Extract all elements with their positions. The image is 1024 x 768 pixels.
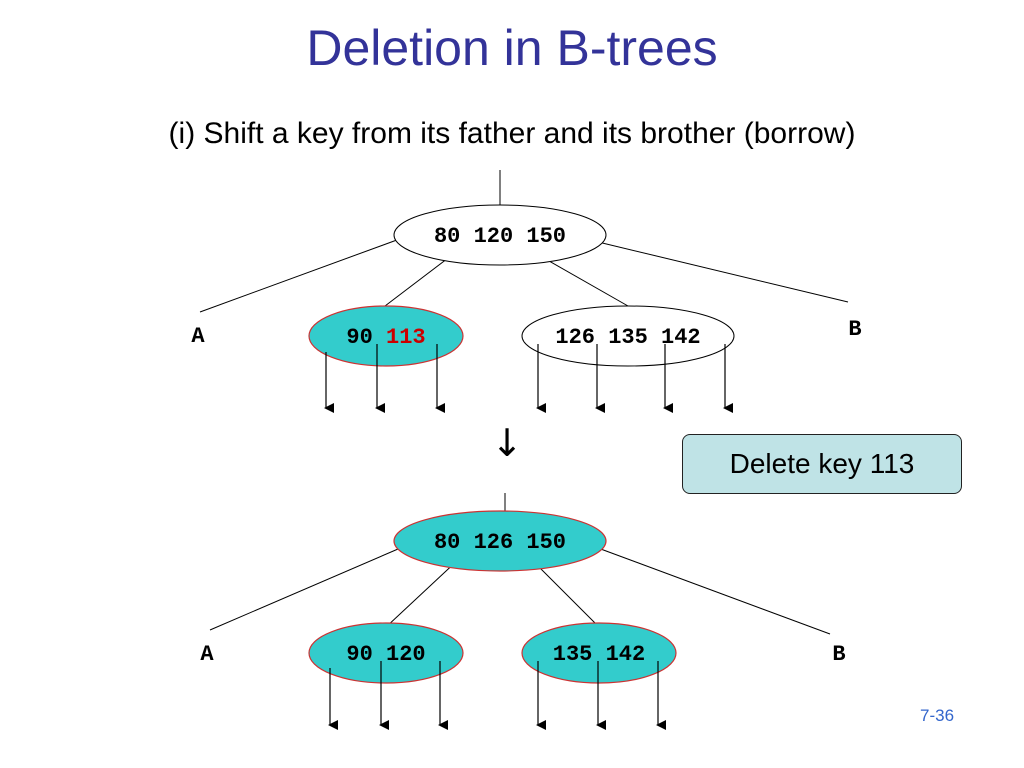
- before-root-node: [393, 204, 607, 266]
- after-edge-root-to-B: [597, 547, 831, 635]
- before-pointer-arrows: [324, 344, 733, 413]
- after-right-child-node: [521, 622, 677, 684]
- before-label-A: A: [191, 324, 205, 349]
- before-right-child-node: [521, 305, 735, 367]
- page-number: 7-36: [920, 706, 955, 725]
- before-right-child-keys: 126 135 142: [555, 325, 700, 350]
- after-root-node: [393, 510, 607, 572]
- after-root-keys: 80 126 150: [434, 530, 566, 555]
- slide-subtitle: (i) Shift a key from its father and its …: [168, 117, 856, 150]
- after-edge-root-to-A: [209, 545, 406, 631]
- after-left-child-keys: 90 120: [346, 642, 425, 667]
- delete-key-callout: Delete key 113: [682, 434, 962, 494]
- before-left-child-keys: 90 113: [346, 325, 425, 350]
- after-label-B: B: [832, 642, 845, 667]
- slide-title: Deletion in B-trees: [306, 20, 718, 76]
- after-edge-root-to-right-child: [529, 557, 601, 629]
- after-label-A: A: [200, 642, 214, 667]
- transition-arrow-icon: ↓: [491, 421, 523, 465]
- after-right-child-keys: 135 142: [553, 642, 645, 667]
- after-pointer-arrows: [328, 661, 666, 730]
- edge-root-to-A: [199, 236, 406, 313]
- after-edge-root-to-left-child: [384, 557, 461, 629]
- before-root-keys: 80 120 150: [434, 224, 566, 249]
- deleted-key-113: 113: [386, 325, 426, 350]
- before-left-child-node: [308, 305, 464, 367]
- edge-root-to-B: [593, 240, 849, 303]
- before-label-B: B: [848, 317, 861, 342]
- after-left-child-node: [308, 622, 464, 684]
